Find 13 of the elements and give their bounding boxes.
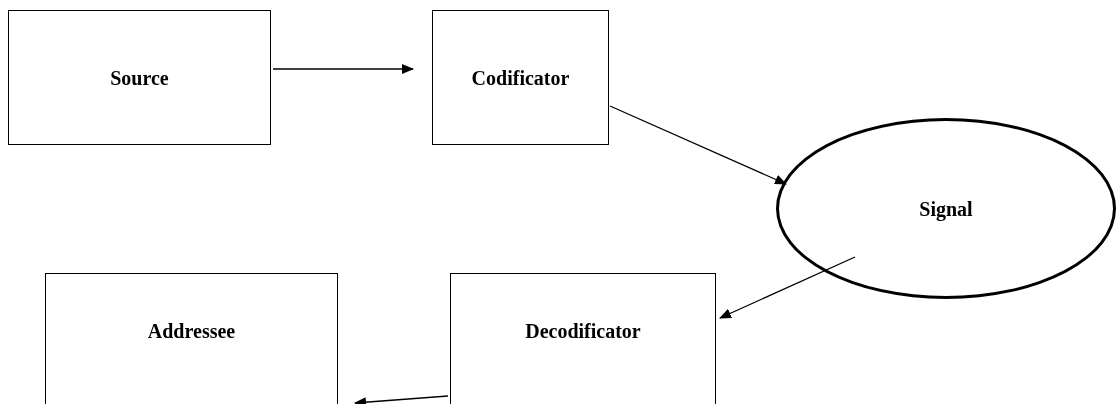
node-label: Source	[110, 65, 169, 91]
process-box	[8, 10, 271, 145]
signal-ellipse	[776, 118, 1116, 299]
node-label: Signal	[919, 196, 973, 223]
arrow	[354, 395, 449, 404]
node-label: Codificator	[471, 65, 570, 91]
process-box	[450, 273, 716, 404]
process-box	[432, 10, 609, 145]
arrow	[272, 64, 414, 74]
node-label: Addressee	[147, 319, 236, 344]
node-label: Decodificator	[525, 319, 641, 344]
arrow	[719, 256, 856, 319]
process-box	[45, 273, 338, 404]
